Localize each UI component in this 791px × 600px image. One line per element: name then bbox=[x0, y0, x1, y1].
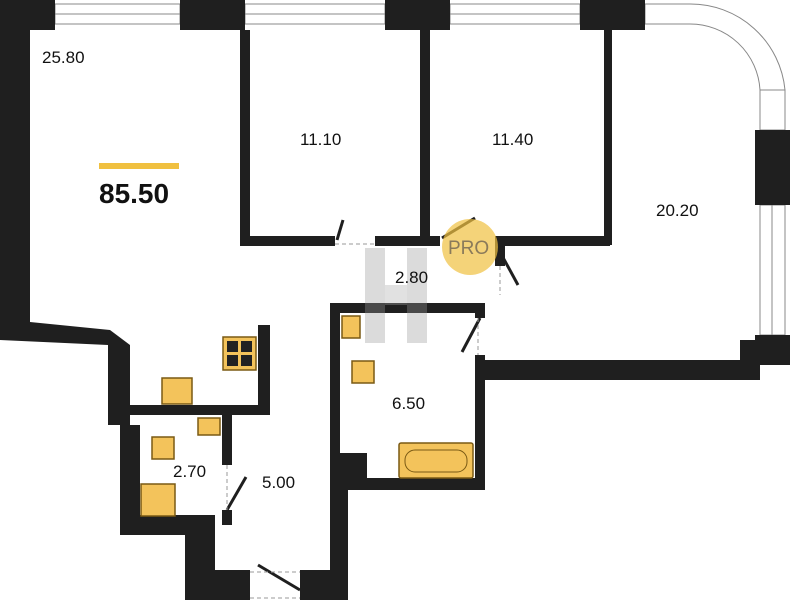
watermark-text: PRO bbox=[448, 238, 489, 259]
toilet-icon bbox=[151, 436, 175, 460]
fixtures bbox=[140, 315, 474, 517]
stove-icon bbox=[222, 336, 257, 371]
bath-sink-icon bbox=[341, 315, 361, 339]
watermark-circle bbox=[442, 219, 498, 275]
total-area-bar bbox=[99, 163, 179, 169]
room-area-bathroom: 6.50 bbox=[392, 394, 425, 413]
room-area-hall: 5.00 bbox=[262, 473, 295, 492]
room-area-living: 25.80 bbox=[42, 48, 85, 67]
shower-icon bbox=[140, 483, 176, 517]
room-area-bedroom-1: 11.10 bbox=[300, 130, 341, 149]
wc-sink-icon bbox=[197, 417, 221, 436]
total-area: 85.50 bbox=[99, 178, 169, 209]
bathtub-icon bbox=[398, 442, 474, 479]
room-area-kitchen: 20.20 bbox=[656, 201, 699, 220]
bath-toilet-icon bbox=[351, 360, 375, 384]
room-area-corridor: 2.80 bbox=[395, 268, 428, 287]
windows bbox=[54, 3, 786, 336]
kitchen-sink-icon bbox=[161, 377, 193, 405]
room-area-bedroom-2: 11.40 bbox=[492, 130, 533, 149]
room-area-wc: 2.70 bbox=[173, 462, 206, 481]
watermark-logo bbox=[365, 248, 427, 343]
